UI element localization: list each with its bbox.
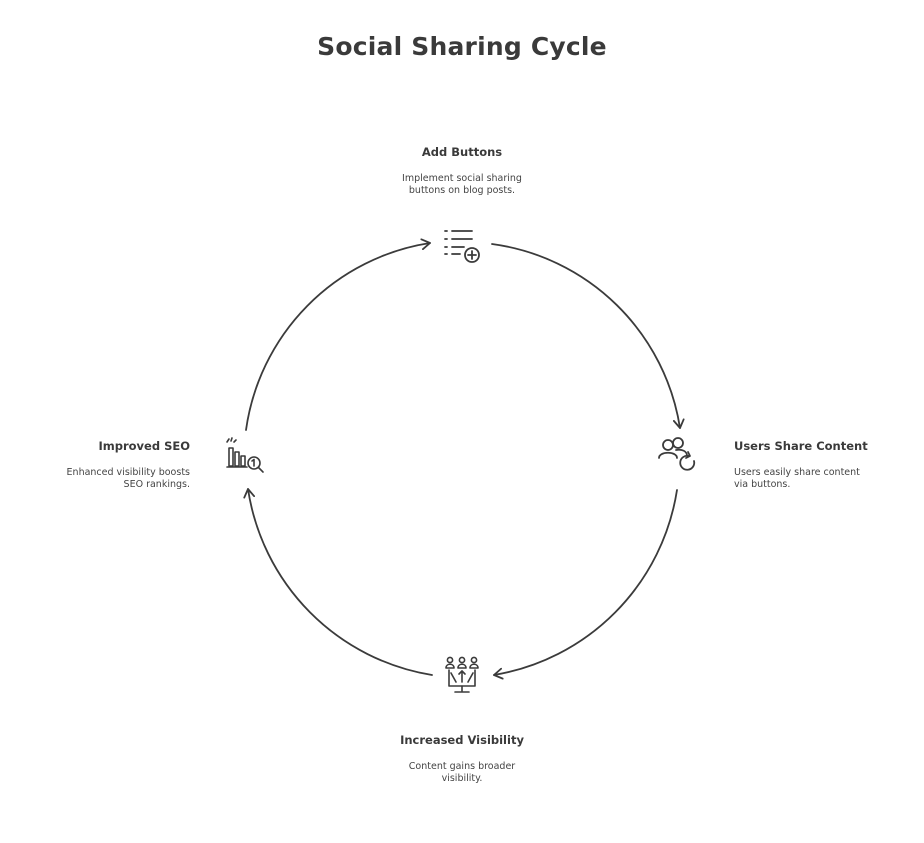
- audience-screen-icon: [445, 656, 479, 693]
- node-description: Content gains broader visibility.: [372, 761, 552, 785]
- cycle-arrow-top-to-right: [491, 243, 685, 429]
- node-add-buttons: Add Buttons Implement social sharing but…: [372, 145, 552, 197]
- cycle-arrow-bottom-to-left: [243, 488, 433, 676]
- node-increased-visibility: Increased Visibility Content gains broad…: [372, 733, 552, 785]
- node-description-line: visibility.: [441, 773, 483, 784]
- node-description: Implement social sharing buttons on blog…: [372, 173, 552, 197]
- node-description: Enhanced visibility boosts SEO rankings.: [40, 467, 190, 491]
- node-description-line: Content gains broader: [408, 761, 516, 772]
- node-title: Increased Visibility: [400, 733, 524, 747]
- node-users-share-content: Users Share Content Users easily share c…: [734, 439, 884, 491]
- node-description-line: Implement social sharing: [402, 173, 522, 184]
- node-description: Users easily share content via buttons.: [734, 467, 884, 491]
- node-description-line: buttons on blog posts.: [408, 185, 516, 196]
- users-refresh-icon: [658, 437, 696, 471]
- cycle-arrow-left-to-top: [245, 238, 431, 431]
- node-description-line: Enhanced visibility boosts: [66, 467, 190, 478]
- node-title: Improved SEO: [98, 439, 190, 453]
- node-description-line: SEO rankings.: [123, 479, 190, 490]
- cycle-arrow-right-to-bottom: [493, 489, 678, 680]
- node-title: Users Share Content: [734, 439, 868, 453]
- node-description-line: Users easily share content: [734, 467, 860, 478]
- node-title: Add Buttons: [421, 145, 503, 159]
- node-improved-seo: Improved SEO Enhanced visibility boosts …: [40, 439, 190, 491]
- diagram-title: Social Sharing Cycle: [317, 32, 607, 61]
- node-description-line: via buttons.: [734, 479, 791, 490]
- chart-rank-icon: [226, 437, 264, 473]
- list-add-icon: [444, 230, 480, 263]
